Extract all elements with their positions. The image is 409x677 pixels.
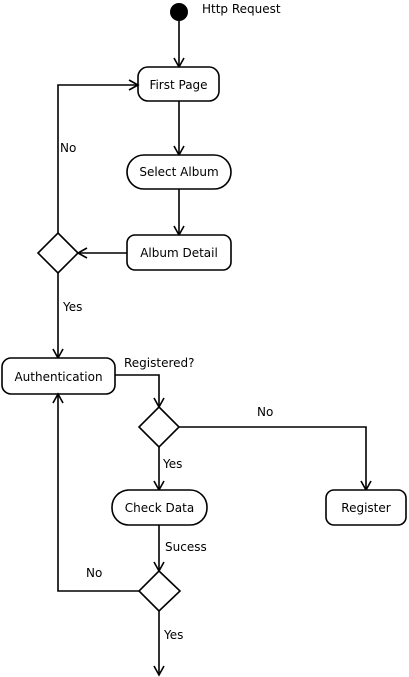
node-authentication-label: Authentication xyxy=(14,370,102,384)
node-first-page-label: First Page xyxy=(149,78,207,92)
arrowhead-first-page-left xyxy=(128,79,140,91)
arrowhead-exit xyxy=(153,665,165,677)
decision-registered xyxy=(137,405,181,449)
node-register-label: Register xyxy=(341,501,390,515)
edge-decision-1-no-to-first-page xyxy=(57,84,138,233)
edge-decision-2-no-to-register xyxy=(179,426,367,490)
node-select-album-label: Select Album xyxy=(139,165,218,179)
edge-decision-3-no-to-authentication xyxy=(57,394,139,592)
edge-authentication-to-decision-2 xyxy=(115,374,160,407)
label-registered: Registered? xyxy=(124,356,195,370)
node-register xyxy=(325,489,407,526)
decision-album xyxy=(36,231,80,275)
label-yes-exit: Yes xyxy=(163,628,183,642)
label-yes-check-data: Yes xyxy=(162,457,182,471)
label-yes-authentication: Yes xyxy=(62,300,82,314)
node-album-detail-label: Album Detail xyxy=(140,246,218,260)
start-node xyxy=(170,3,188,21)
label-no-first-page: No xyxy=(60,141,76,155)
label-no-register: No xyxy=(257,405,273,419)
label-sucess: Sucess xyxy=(165,540,207,554)
decision-sucess xyxy=(137,569,182,613)
node-check-data-label: Check Data xyxy=(125,501,194,515)
label-no-authentication: No xyxy=(86,566,102,580)
arrowhead-authentication-bottom xyxy=(52,392,64,404)
start-label: Http Request xyxy=(202,2,281,16)
